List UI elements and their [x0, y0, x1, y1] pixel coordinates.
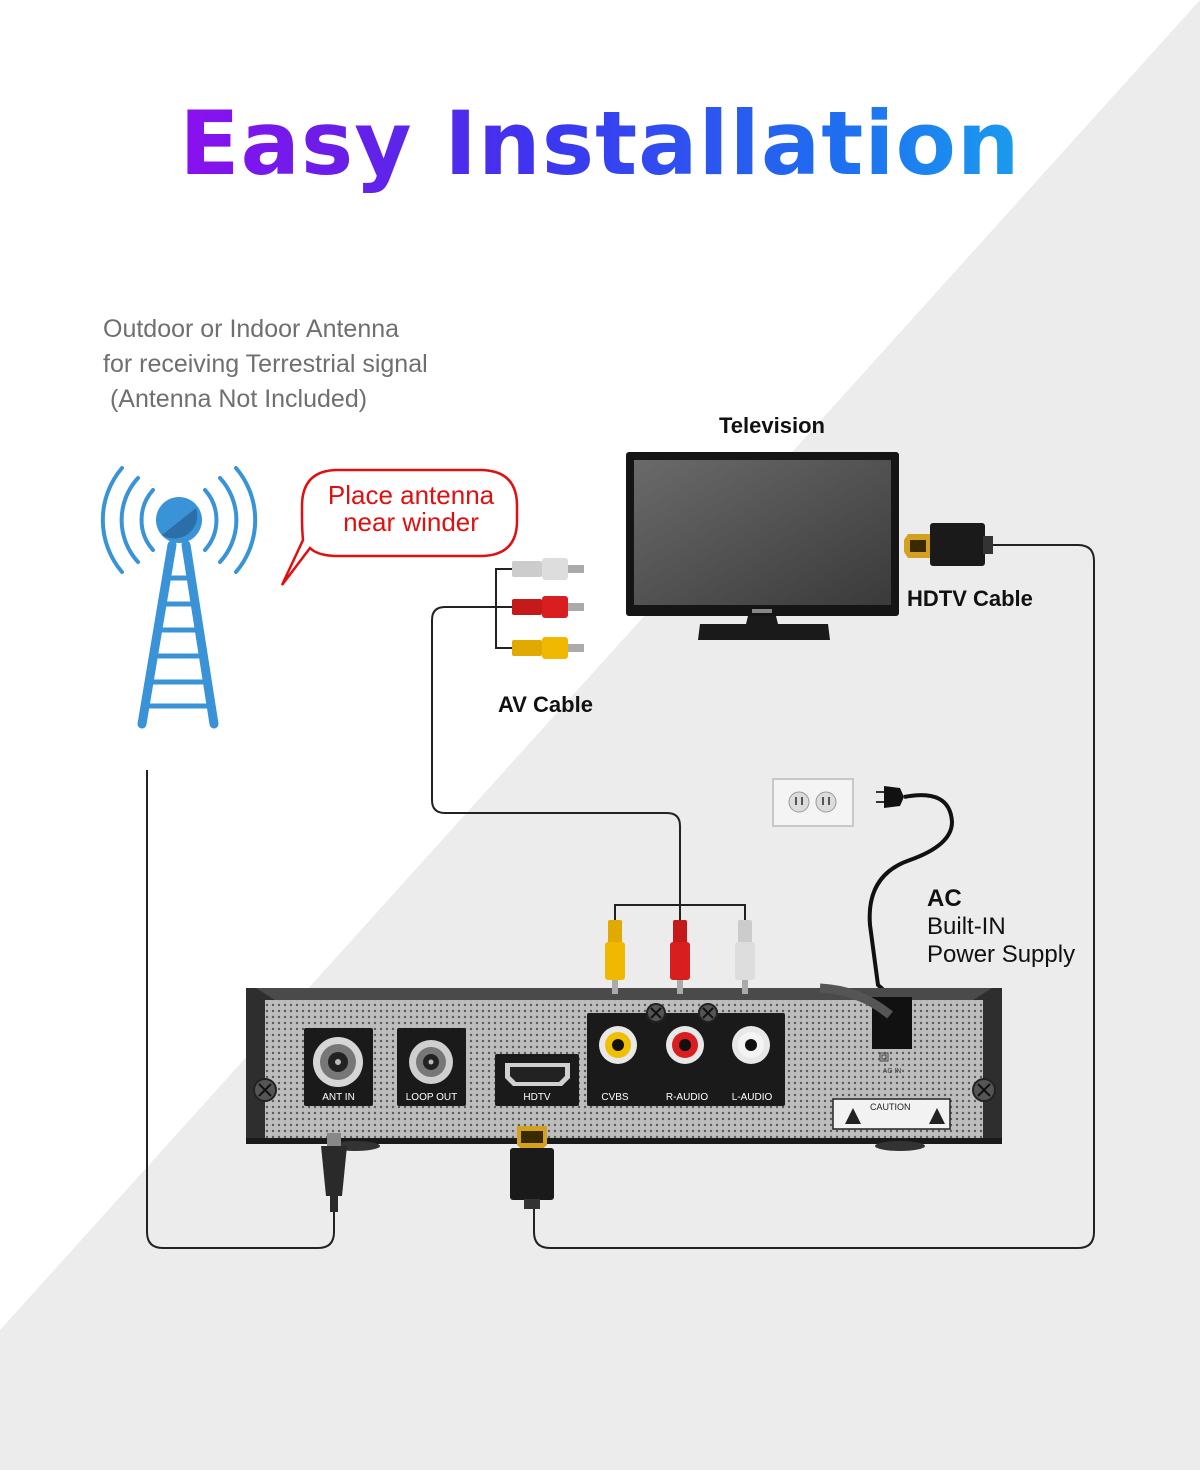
av-cable-label: AV Cable [498, 692, 593, 717]
antenna-description: Outdoor or Indoor Antenna for receiving … [103, 312, 523, 417]
hdtv-port [495, 1054, 579, 1106]
ant-in-label: ANT IN [322, 1092, 355, 1103]
page-title: Easy Installation [0, 92, 1200, 195]
antenna-tower-icon [100, 466, 258, 729]
ac-label-line1: AC [927, 885, 962, 912]
ac-power-label: AC Built-IN Power Supply [927, 885, 1075, 969]
bubble-line2: near winder [343, 507, 479, 537]
ac-label-line3: Power Supply [927, 941, 1076, 968]
power-cord [867, 793, 955, 1002]
bubble-text: Place antenna near winder [296, 482, 526, 536]
television-label: Television [719, 413, 825, 438]
ac-in-socket [819, 983, 912, 1062]
speech-bubble [280, 468, 519, 586]
antenna-desc-line3: (Antenna Not Included) [103, 385, 368, 413]
rca-plugs-box-icon [605, 920, 755, 994]
hdmi-plug-bottom-icon [510, 1126, 554, 1209]
signal-waves-icon [100, 466, 258, 574]
loop-out-port [397, 1028, 466, 1106]
coax-plug-icon [321, 1133, 347, 1212]
ac-in-text: AC IN [882, 1068, 902, 1075]
caution-label [832, 1098, 951, 1130]
loop-out-label: LOOP OUT [405, 1092, 458, 1103]
bubble-line1: Place antenna [327, 480, 495, 510]
hdtv-cable-label: HDTV Cable [907, 586, 1033, 611]
caution-text: CAUTION [870, 1102, 911, 1112]
hdmi-plug-icon [904, 523, 993, 566]
ant-in-port [304, 1028, 373, 1106]
antenna-desc-line2: for receiving Terrestrial signal [103, 350, 428, 378]
av-cable-wires [431, 568, 681, 905]
ac-label-line2: Built-IN [927, 913, 1006, 940]
av-cable-plugs-icon [512, 558, 584, 659]
power-plug-icon [876, 786, 904, 808]
connection-wires [146, 544, 1095, 1249]
l-audio-label: L-AUDIO [731, 1092, 773, 1103]
hdtv-port-label: HDTV [523, 1092, 551, 1103]
av-ports-panel [587, 1003, 785, 1106]
television-icon [626, 452, 899, 640]
wall-outlet-icon [772, 778, 854, 827]
antenna-desc-line1: Outdoor or Indoor Antenna [103, 315, 400, 343]
cvbs-label: CVBS [601, 1092, 629, 1103]
r-audio-label: R-AUDIO [665, 1092, 709, 1103]
